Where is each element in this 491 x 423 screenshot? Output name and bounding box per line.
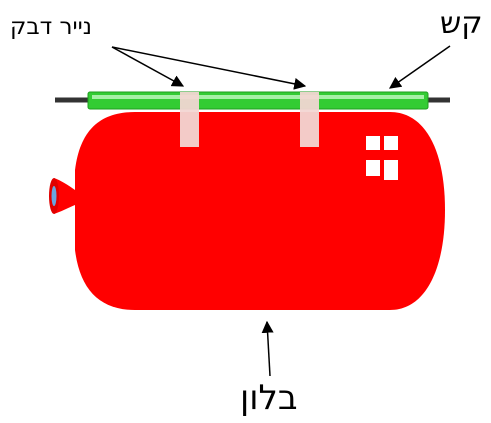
balloon-arrow [261, 320, 274, 377]
tape-arrow-right [111, 46, 307, 90]
straw-label: קש [440, 6, 483, 41]
balloon-shine-icon [366, 136, 398, 180]
tape-label: נייר דבק [10, 14, 92, 40]
straw-arrow [389, 45, 451, 89]
straw [87, 91, 429, 110]
tape-strip-right [300, 92, 319, 147]
balloon-label: בלון [240, 378, 298, 418]
tape-strip-left [180, 92, 199, 147]
tape-arrow-left [111, 46, 185, 87]
balloon-shape [49, 112, 445, 310]
